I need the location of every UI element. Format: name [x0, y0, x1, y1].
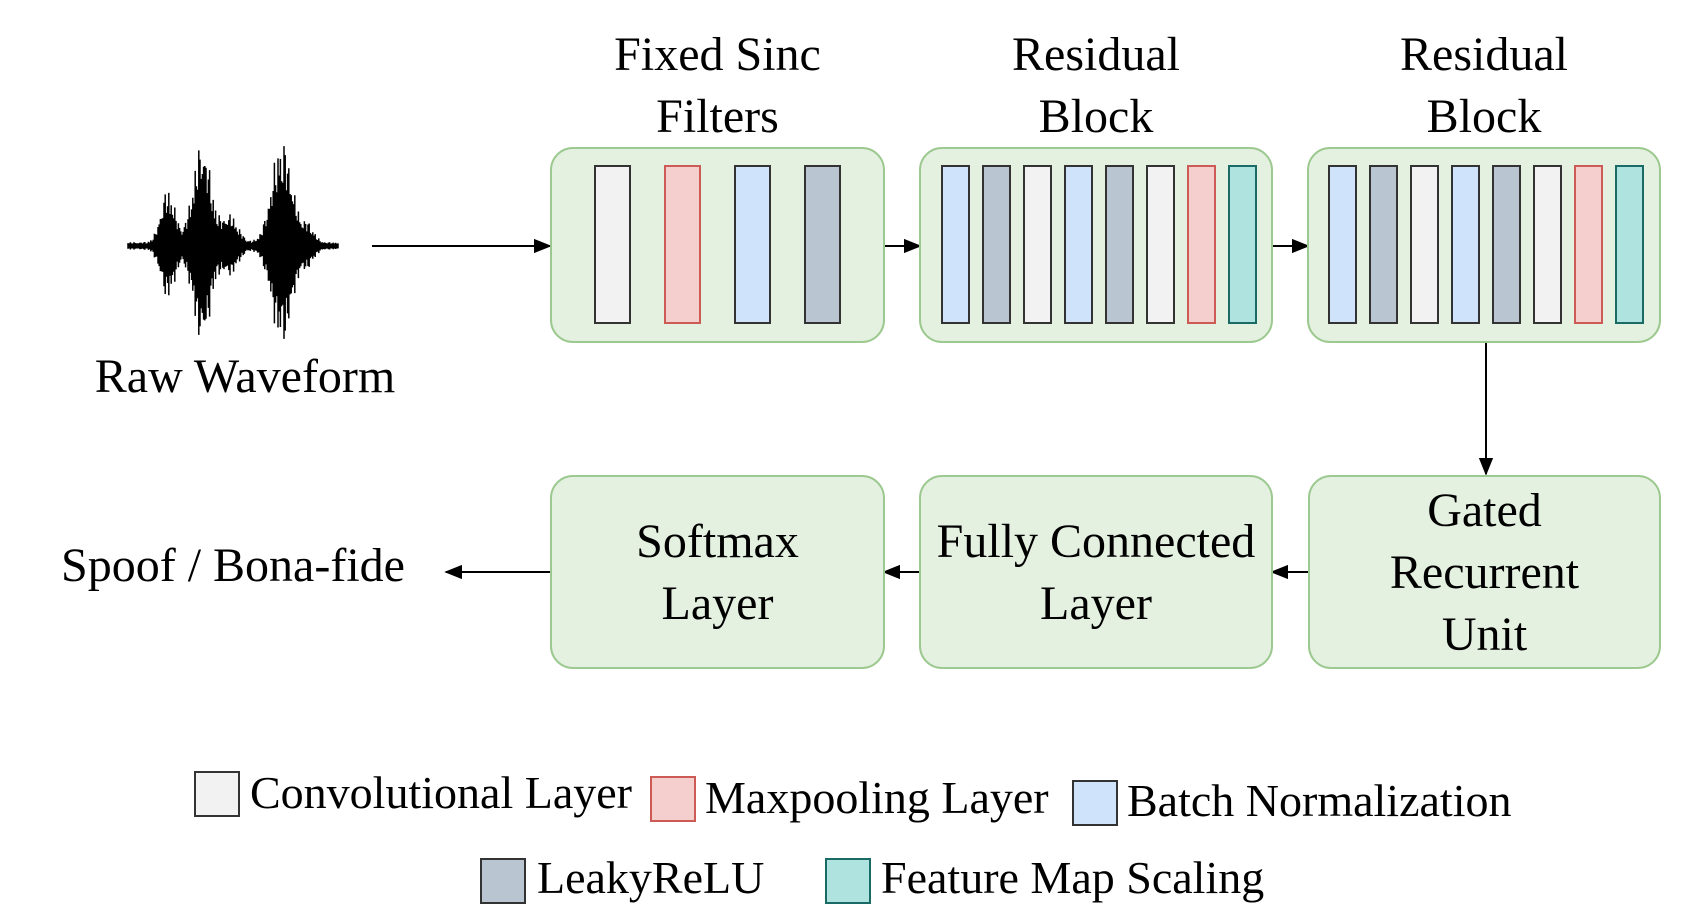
block-res1-title-line: Block	[1039, 90, 1154, 143]
legend-label-conv: Convolutional Layer	[250, 767, 632, 818]
layer-batchnorm	[1451, 165, 1480, 324]
legend-swatch-leakyrelu	[480, 858, 526, 904]
layer-maxpool	[1187, 165, 1216, 324]
legend-label-maxpool: Maxpooling Layer	[705, 772, 1049, 823]
legend-item-leakyrelu: LeakyReLU	[480, 852, 764, 904]
block-res1-box	[919, 147, 1273, 343]
legend-item-conv: Convolutional Layer	[194, 767, 632, 818]
legend-item-maxpool: Maxpooling Layer	[650, 772, 1049, 823]
layer-leakyrelu	[1105, 165, 1134, 324]
layer-conv	[1146, 165, 1175, 324]
layer-fms	[1615, 165, 1644, 324]
layer-conv	[1023, 165, 1052, 324]
layer-leakyrelu	[1369, 165, 1398, 324]
legend-swatch-conv	[194, 771, 240, 817]
block-sinc-title-line: Fixed Sinc	[614, 28, 821, 81]
block-fc-text-line: Fully Connected	[937, 515, 1256, 568]
block-fc-box	[919, 475, 1273, 669]
legend-label-leakyrelu: LeakyReLU	[537, 852, 764, 903]
block-res2-title-line: Block	[1427, 90, 1542, 143]
layer-conv	[1533, 165, 1562, 324]
raw-waveform-icon	[127, 146, 339, 339]
layer-batchnorm	[1328, 165, 1357, 324]
block-softmax-text-line: Softmax	[636, 515, 799, 568]
output-label: Spoof / Bona-fide	[61, 539, 405, 592]
layer-conv	[1410, 165, 1439, 324]
legend-item-batchnorm: Batch Normalization	[1072, 775, 1512, 826]
layer-batchnorm	[941, 165, 970, 324]
block-gru-text-line: Unit	[1442, 608, 1528, 661]
block-sinc-title-line: Filters	[656, 90, 779, 143]
block-fc-text-line: Layer	[1040, 577, 1152, 630]
block-gru-box	[1308, 475, 1661, 669]
block-softmax-box	[550, 475, 885, 669]
block-res2-box	[1307, 147, 1661, 343]
legend-label-batchnorm: Batch Normalization	[1127, 775, 1512, 826]
layer-leakyrelu	[982, 165, 1011, 324]
legend-label-fms: Feature Map Scaling	[881, 852, 1264, 903]
legend-item-fms: Feature Map Scaling	[825, 852, 1264, 904]
block-softmax-text-line: Layer	[662, 577, 774, 630]
block-res2-title-line: Residual	[1400, 28, 1568, 81]
layer-maxpool	[664, 165, 701, 324]
legend: Convolutional Layer Maxpooling Layer Batch…	[194, 767, 1512, 904]
legend-swatch-fms	[825, 858, 871, 904]
layer-leakyrelu	[804, 165, 841, 324]
legend-swatch-batchnorm	[1072, 780, 1118, 826]
block-sinc-box	[550, 147, 885, 343]
block-gru-text-line: Gated	[1427, 484, 1542, 537]
layer-leakyrelu	[1492, 165, 1521, 324]
layer-fms	[1228, 165, 1257, 324]
layer-conv	[594, 165, 631, 324]
raw-waveform-label: Raw Waveform	[95, 350, 396, 403]
layer-batchnorm	[1064, 165, 1093, 324]
block-res1-title-line: Residual	[1012, 28, 1180, 81]
block-gru-text-line: Recurrent	[1390, 546, 1580, 599]
layer-maxpool	[1574, 165, 1603, 324]
legend-swatch-maxpool	[650, 776, 696, 822]
layer-batchnorm	[734, 165, 771, 324]
